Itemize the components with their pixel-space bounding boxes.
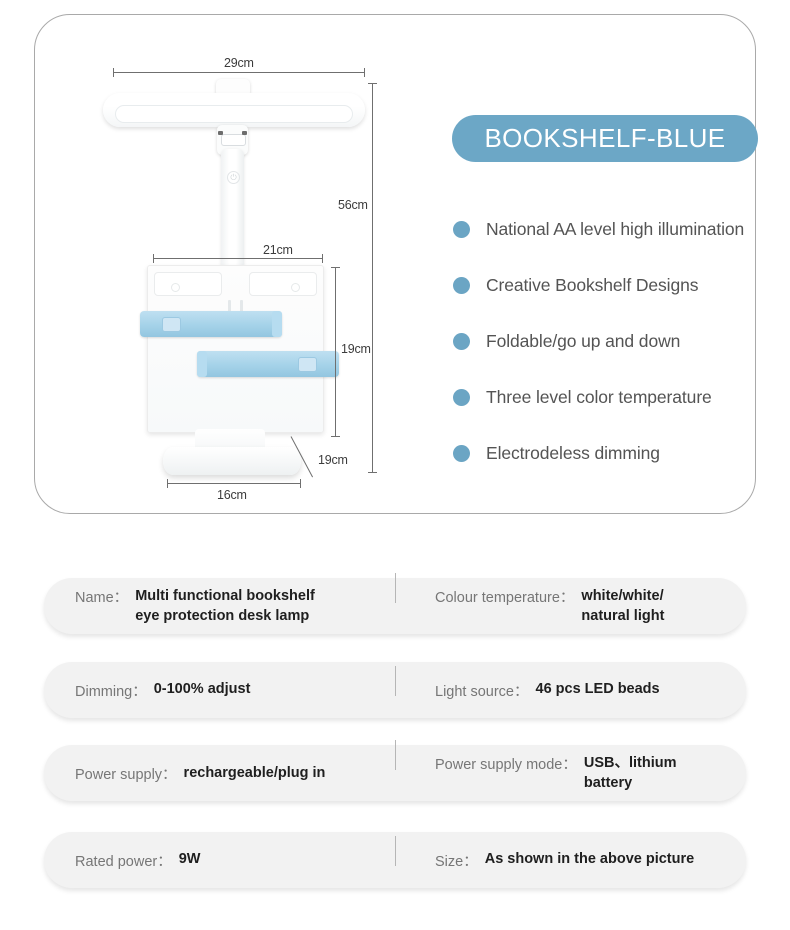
spec-row: Rated power： 9W Size： As shown in the ab… bbox=[44, 832, 746, 888]
spec-value: 9W bbox=[178, 851, 201, 867]
feature-item: National AA level high illumination bbox=[453, 201, 773, 257]
bookshelf-prong-left bbox=[228, 300, 231, 316]
spec-row: Name： Multi functional bookshelf eye pro… bbox=[44, 573, 746, 634]
bullet-icon bbox=[453, 388, 470, 406]
feature-label: Creative Bookshelf Designs bbox=[486, 274, 699, 295]
feature-item: Creative Bookshelf Designs bbox=[453, 257, 773, 313]
spec-value: 46 pcs LED beads bbox=[535, 681, 660, 697]
dimension-label-total-height: 56cm bbox=[338, 198, 368, 212]
bookshelf-arm-lower bbox=[197, 351, 339, 377]
dimension-label-shelf-width: 21cm bbox=[263, 243, 293, 257]
spec-label: Dimming： bbox=[75, 684, 147, 700]
bullet-icon bbox=[453, 444, 470, 462]
spec-value: Multi functional bookshelf eye protectio… bbox=[135, 588, 315, 624]
bookshelf-hole-right bbox=[291, 283, 300, 292]
dimension-label-lamp-width: 29cm bbox=[224, 56, 254, 70]
spec-cell: Colour temperature： white/white/ natural… bbox=[395, 573, 746, 626]
lamp-base bbox=[163, 447, 301, 475]
bookshelf-arm-knob-upper bbox=[162, 317, 181, 332]
product-info-panel: BOOKSHELF-BLUE National AA level high il… bbox=[423, 15, 758, 515]
bookshelf-prong-right bbox=[240, 300, 243, 316]
spec-value: USB、lithium battery bbox=[583, 755, 677, 791]
spec-cell: Name： Multi functional bookshelf eye pro… bbox=[44, 586, 395, 626]
lamp-hinge-pin-left bbox=[218, 131, 223, 135]
spec-label: Size： bbox=[435, 854, 478, 870]
lamp-hinge-pin-right bbox=[242, 131, 247, 135]
bullet-icon bbox=[453, 220, 470, 238]
feature-label: Electrodeless dimming bbox=[486, 442, 660, 463]
spec-cell: Power supply mode： USB、lithium battery bbox=[395, 740, 746, 793]
dimension-label-shelf-height: 19cm bbox=[341, 342, 371, 356]
feature-item: Electrodeless dimming bbox=[453, 425, 773, 481]
spec-row: Power supply： rechargeable/plug in Power… bbox=[44, 740, 746, 801]
spec-label: Rated power： bbox=[75, 854, 172, 870]
feature-label: Foldable/go up and down bbox=[486, 330, 681, 351]
bookshelf-arm-knob-lower bbox=[298, 357, 317, 372]
lamp-head bbox=[103, 93, 365, 127]
bullet-icon bbox=[453, 332, 470, 350]
spec-value: rechargeable/plug in bbox=[183, 764, 326, 781]
power-icon: ⏻ bbox=[227, 171, 240, 184]
spec-value: white/white/ natural light bbox=[581, 588, 665, 624]
spec-label: Name： bbox=[75, 590, 129, 606]
bookshelf-top-slot-left bbox=[154, 272, 222, 296]
dimension-line-total-height bbox=[368, 83, 377, 473]
product-illustration: 29cm ⏻ 56cm 21cm bbox=[35, 15, 425, 515]
spec-value: As shown in the above picture bbox=[484, 851, 695, 867]
product-title-badge: BOOKSHELF-BLUE bbox=[452, 115, 758, 162]
lamp-hinge-bar bbox=[221, 134, 246, 146]
bookshelf-hole-left bbox=[171, 283, 180, 292]
feature-item: Foldable/go up and down bbox=[453, 313, 773, 369]
spec-cell: Light source： 46 pcs LED beads bbox=[395, 666, 746, 701]
dimension-line-lamp-width bbox=[113, 68, 365, 77]
dimension-line-shelf-width bbox=[153, 254, 323, 263]
feature-label: Three level color temperature bbox=[486, 386, 712, 407]
dimension-label-base-width: 16cm bbox=[217, 488, 247, 502]
bookshelf-panel bbox=[147, 265, 324, 433]
spec-label: Power supply： bbox=[75, 766, 177, 783]
feature-item: Three level color temperature bbox=[453, 369, 773, 425]
spec-value: 0-100% adjust bbox=[153, 681, 251, 697]
product-hero-card: 29cm ⏻ 56cm 21cm bbox=[34, 14, 758, 515]
lamp-head-clip bbox=[216, 79, 250, 97]
bookshelf-arm-upper bbox=[140, 311, 282, 337]
feature-list: National AA level high illumination Crea… bbox=[453, 201, 773, 481]
bookshelf-top-slot-right bbox=[249, 272, 317, 296]
spec-cell: Power supply： rechargeable/plug in bbox=[44, 763, 395, 784]
spec-label: Power supply mode： bbox=[435, 757, 577, 773]
lamp-light-panel bbox=[115, 105, 353, 123]
spec-label: Light source： bbox=[435, 684, 529, 700]
spec-cell: Rated power： 9W bbox=[44, 849, 395, 871]
dimension-label-base-depth: 19cm bbox=[318, 453, 348, 467]
spec-row: Dimming： 0-100% adjust Light source： 46 … bbox=[44, 662, 746, 718]
lamp-upper-pole: ⏻ bbox=[221, 149, 244, 269]
feature-label: National AA level high illumination bbox=[486, 218, 745, 239]
bookshelf-arm-cap-upper bbox=[272, 311, 282, 337]
spec-label: Colour temperature： bbox=[435, 590, 575, 606]
bookshelf-arm-cap-lower bbox=[197, 351, 207, 377]
dimension-line-base-width bbox=[167, 479, 301, 488]
bullet-icon bbox=[453, 276, 470, 294]
dimension-line-shelf-height bbox=[331, 267, 340, 437]
spec-cell: Dimming： 0-100% adjust bbox=[44, 679, 395, 701]
spec-cell: Size： As shown in the above picture bbox=[395, 836, 746, 871]
